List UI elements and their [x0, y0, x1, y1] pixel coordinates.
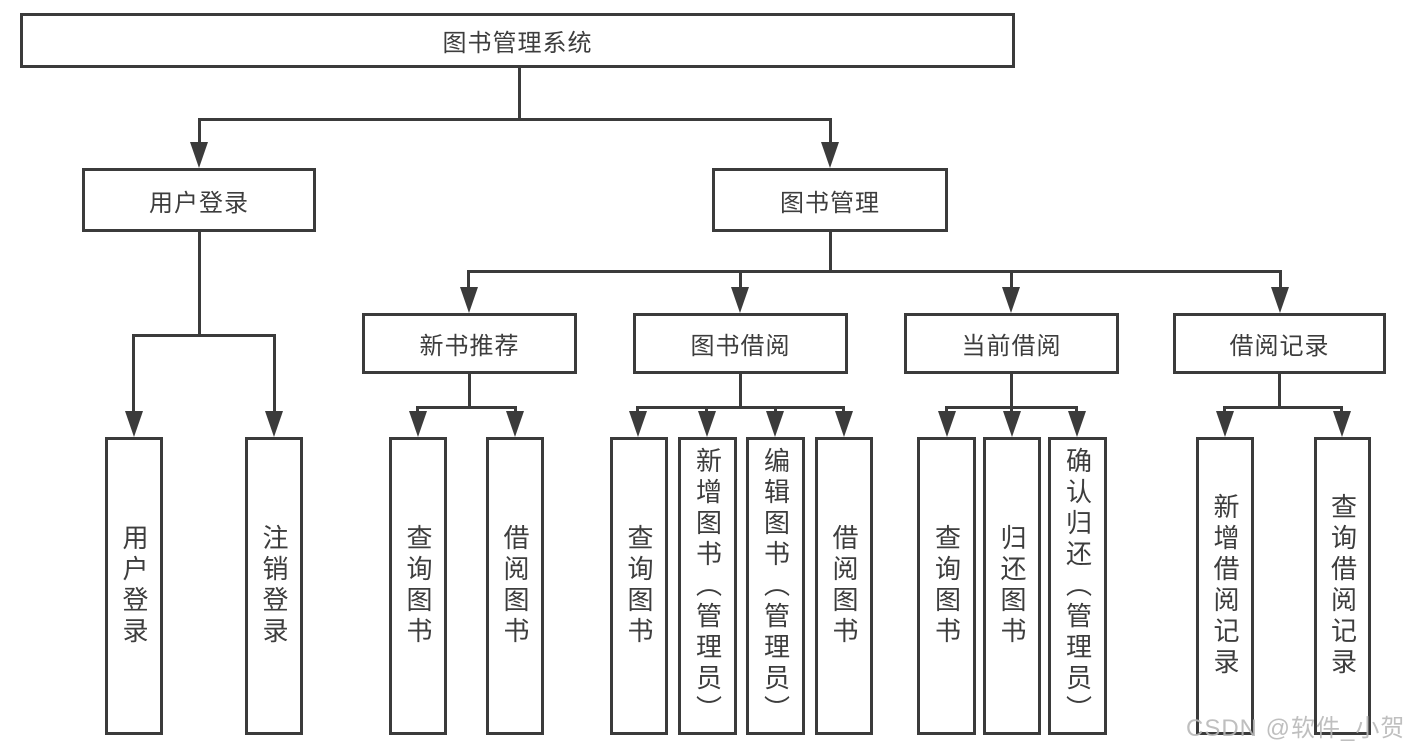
arrow-down-icon	[506, 411, 524, 437]
connector-line	[945, 406, 1078, 409]
arrow-down-icon	[1216, 411, 1234, 437]
leaf-query-borrow-record: 查询借阅记录	[1314, 437, 1371, 735]
leaf-label: 确认归还（管理员）	[1062, 446, 1093, 726]
connector-line	[132, 334, 276, 337]
connector-line	[636, 408, 639, 412]
connector-line	[1279, 272, 1282, 287]
node-book-management: 图书管理	[712, 168, 948, 232]
connector-line	[518, 68, 521, 120]
node-book-borrowing: 图书借阅	[633, 313, 848, 374]
node-label: 当前借阅	[961, 333, 1062, 360]
node-label: 图书管理系统	[442, 30, 593, 57]
node-label: 用户登录	[149, 189, 249, 217]
node-borrowing-records: 借阅记录	[1173, 313, 1386, 374]
arrow-down-icon	[1271, 287, 1289, 313]
arrow-down-icon	[190, 142, 208, 168]
arrow-down-icon	[731, 287, 749, 313]
node-label: 借阅记录	[1229, 333, 1330, 360]
connector-line	[829, 120, 832, 144]
connector-line	[1010, 272, 1013, 287]
node-library-management-system: 图书管理系统	[20, 13, 1015, 68]
connector-line	[739, 374, 742, 408]
leaf-logout: 注销登录	[245, 437, 303, 735]
leaf-query-book-current: 查询图书	[917, 437, 976, 735]
node-label: 新书推荐	[419, 333, 520, 360]
node-label: 图书管理	[780, 189, 880, 217]
connector-line	[829, 232, 832, 272]
node-new-book-recommend: 新书推荐	[362, 313, 577, 374]
connector-line	[945, 408, 948, 412]
arrow-down-icon	[938, 411, 956, 437]
arrow-down-icon	[766, 411, 784, 437]
leaf-user-login: 用户登录	[105, 437, 163, 735]
connector-line	[636, 406, 845, 409]
arrow-down-icon	[409, 411, 427, 437]
connector-line	[198, 120, 201, 144]
leaf-label: 查询图书	[403, 524, 433, 648]
node-user-login: 用户登录	[82, 168, 316, 232]
arrow-down-icon	[698, 411, 716, 437]
connector-line	[467, 272, 470, 287]
leaf-label: 查询图书	[624, 524, 654, 648]
leaf-query-book-recommend: 查询图书	[389, 437, 447, 735]
connector-line	[1223, 406, 1343, 409]
leaf-confirm-return-admin: 确认归还（管理员）	[1048, 437, 1107, 735]
leaf-label: 借阅图书	[500, 524, 530, 648]
connector-line	[1075, 408, 1078, 412]
csdn-watermark: CSDN @软件_小贺同学	[1186, 715, 1405, 742]
node-label: 图书借阅	[690, 333, 791, 360]
leaf-label: 用户登录	[119, 524, 149, 648]
leaf-add-borrow-record: 新增借阅记录	[1196, 437, 1254, 735]
leaf-label: 查询图书	[931, 524, 962, 648]
arrow-down-icon	[1333, 411, 1351, 437]
arrow-down-icon	[835, 411, 853, 437]
connector-line	[774, 408, 777, 412]
arrow-down-icon	[1002, 287, 1020, 313]
connector-line	[416, 408, 419, 412]
connector-line	[198, 232, 201, 336]
leaf-label: 归还图书	[997, 524, 1027, 648]
arrow-down-icon	[125, 411, 143, 437]
connector-line	[1278, 374, 1281, 408]
connector-line	[198, 118, 832, 121]
node-current-borrowing: 当前借阅	[904, 313, 1119, 374]
arrow-down-icon	[265, 411, 283, 437]
arrow-down-icon	[1003, 411, 1021, 437]
leaf-label: 查询借阅记录	[1327, 493, 1358, 679]
connector-line	[739, 272, 742, 287]
leaf-label: 注销登录	[259, 524, 289, 648]
leaf-query-book-borrowing: 查询图书	[610, 437, 668, 735]
connector-line	[705, 408, 708, 412]
connector-line	[842, 408, 845, 412]
leaf-return-book: 归还图书	[983, 437, 1041, 735]
leaf-edit-book-admin: 编辑图书（管理员）	[746, 437, 805, 735]
leaf-label: 新增借阅记录	[1210, 493, 1240, 679]
connector-line	[273, 336, 276, 411]
leaf-add-book-admin: 新增图书（管理员）	[678, 437, 737, 735]
arrow-down-icon	[629, 411, 647, 437]
connector-line	[132, 336, 135, 411]
connector-line	[467, 270, 1282, 273]
arrow-down-icon	[460, 287, 478, 313]
connector-line	[416, 406, 517, 409]
leaf-label: 编辑图书（管理员）	[760, 446, 791, 726]
connector-line	[1010, 374, 1013, 408]
connector-line	[514, 408, 517, 412]
leaf-label: 新增图书（管理员）	[692, 446, 723, 726]
arrow-down-icon	[821, 142, 839, 168]
arrow-down-icon	[1068, 411, 1086, 437]
leaf-borrow-book: 借阅图书	[815, 437, 873, 735]
connector-line	[1340, 408, 1343, 412]
connector-line	[1223, 408, 1226, 412]
connector-line	[468, 374, 471, 408]
connector-line	[1010, 408, 1013, 412]
leaf-label: 借阅图书	[829, 524, 859, 648]
leaf-borrow-book-recommend: 借阅图书	[486, 437, 544, 735]
